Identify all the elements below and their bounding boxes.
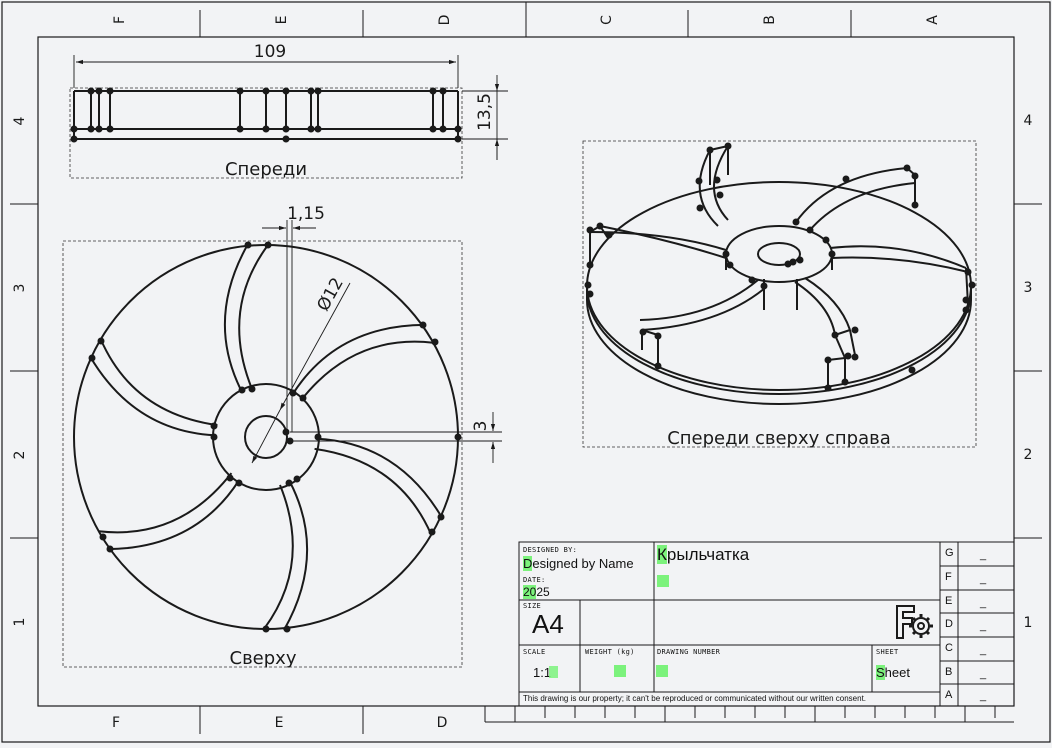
sheet-rest: heet <box>884 665 910 680</box>
zone-col-top-a: A <box>925 15 941 25</box>
revision-value-c: _ <box>980 644 987 656</box>
offset-dimension <box>290 412 502 463</box>
top-view-label: Сверху <box>230 648 297 669</box>
weight-placeholder <box>614 665 626 677</box>
scale-label: SCALE <box>523 648 546 656</box>
top-view: 1,15 Ø12 3 Сверху <box>62 204 502 669</box>
designed-by-rest: esigned by Name <box>532 556 634 571</box>
revision-letter-b: B <box>945 666 953 678</box>
weight-label: WEIGHT (kg) <box>585 648 635 656</box>
zone-col-top-e: E <box>274 16 290 25</box>
sheet-first: S <box>876 665 885 680</box>
size-label: SIZE <box>523 602 542 610</box>
zone-row-left-4: 4 <box>12 116 28 125</box>
date-label: DATE: <box>523 576 546 584</box>
top-view-frame <box>62 240 463 668</box>
front-width-dimension <box>73 55 459 88</box>
iso-view-frame <box>582 140 977 448</box>
iso-view-vertices <box>584 142 976 392</box>
date-rest: 25 <box>536 585 550 599</box>
drawing-title: Крыльчатка <box>657 545 749 565</box>
zone-row-left-1: 1 <box>12 618 28 627</box>
zone-col-bottom-f: F <box>112 715 120 731</box>
scale-value: 1:1 <box>533 665 552 680</box>
iso-view-label: Спереди сверху справа <box>667 428 891 449</box>
drawing-number-placeholder <box>656 665 668 677</box>
revision-letter-g: G <box>945 547 954 559</box>
sheet-value: Sheet <box>876 665 910 680</box>
size-value: A4 <box>532 609 564 639</box>
revision-value-a: _ <box>980 690 987 702</box>
revision-letter-c: C <box>945 642 953 654</box>
front-height-dimension <box>462 75 508 160</box>
revision-letter-f: F <box>945 571 952 583</box>
blade-thickness-dimension <box>262 220 316 432</box>
zone-row-right-3: 3 <box>1024 280 1033 296</box>
zone-row-right-4: 4 <box>1024 113 1033 129</box>
top-view-vertices <box>88 241 462 633</box>
iso-view-geometry <box>586 145 972 405</box>
hub-diameter-dim-text: Ø12 <box>313 274 347 314</box>
zone-ticks <box>10 2 1042 734</box>
revision-value-b: _ <box>980 668 987 680</box>
sheet-label: SHEET <box>876 648 899 656</box>
zone-row-right-1: 1 <box>1024 615 1033 631</box>
zone-col-top-d: D <box>437 15 453 26</box>
front-height-dim-text: 13,5 <box>475 93 495 131</box>
designed-by-first: D <box>523 556 533 571</box>
zone-col-bottom-e: E <box>275 715 284 731</box>
subtitle-placeholder <box>657 575 669 587</box>
zone-row-right-2: 2 <box>1024 447 1033 463</box>
zone-col-bottom-d: D <box>437 715 448 731</box>
revision-letter-a: A <box>945 689 953 701</box>
zone-row-left-2: 2 <box>12 451 28 460</box>
designed-by-value: Designed by Name <box>523 556 634 571</box>
front-view-label: Спереди <box>225 159 307 180</box>
blade-thickness-dim-text: 1,15 <box>287 204 325 224</box>
designed-by-label: DESIGNED BY: <box>523 546 578 554</box>
revision-value-d: _ <box>980 620 987 632</box>
revision-letter-d: D <box>945 618 953 630</box>
zone-col-top-b: B <box>762 15 778 25</box>
zone-row-left-3: 3 <box>12 284 28 293</box>
revision-value-e: _ <box>980 597 987 609</box>
revision-letter-e: E <box>945 595 953 607</box>
front-view-vertices <box>70 87 462 143</box>
scale-ruler <box>484 706 1014 723</box>
revision-value-f: _ <box>980 573 987 585</box>
offset-dim-text: 3 <box>471 421 491 432</box>
front-width-dim-text: 109 <box>254 42 286 62</box>
scale-highlight <box>549 666 558 678</box>
revision-value-g: _ <box>980 549 987 561</box>
drawing-title-rest: рыльчатка <box>666 545 750 564</box>
date-value: 2025 <box>523 585 550 599</box>
date-first: 20 <box>523 585 537 599</box>
copyright-notice: This drawing is our property; it can't b… <box>523 694 867 703</box>
hub-diameter-dimension <box>251 282 351 464</box>
freecad-logo-icon <box>896 605 933 639</box>
title-block-grid <box>518 541 1015 707</box>
iso-view: Спереди сверху справа <box>582 140 977 449</box>
drawing-number-label: DRAWING NUMBER <box>657 648 721 656</box>
zone-col-top-c: C <box>599 15 615 25</box>
zone-col-top-f: F <box>112 16 128 24</box>
front-view: 109 13,5 Спереди <box>69 42 508 180</box>
drawing-title-first: К <box>657 545 667 564</box>
